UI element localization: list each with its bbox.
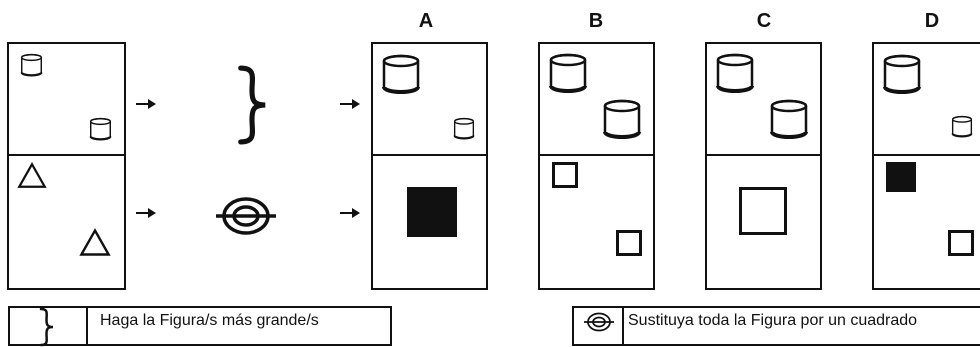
option-b-panel[interactable] — [538, 42, 655, 290]
cylinder-large-bottom-right — [769, 96, 809, 142]
legend-separator — [86, 308, 88, 344]
curly-bracket-icon — [236, 64, 270, 146]
option-b-divider — [540, 154, 653, 156]
small-outline-square-bottom-right — [616, 230, 642, 256]
cylinder-small — [951, 114, 973, 139]
cylinder-large — [882, 50, 922, 98]
arrow-right-icon — [136, 206, 156, 220]
cylinder-large-top-left — [548, 50, 588, 96]
legend-separator — [622, 308, 624, 344]
legend-bracket-text: Haga la Figura/s más grande/s — [100, 312, 319, 329]
curly-bracket-icon — [36, 307, 58, 347]
option-c-label: C — [756, 10, 772, 32]
triangle-top-left — [17, 162, 47, 189]
target-icon — [582, 312, 616, 332]
legend-bracket-rule: Haga la Figura/s más grande/s — [8, 306, 392, 346]
cylinder-large-top-left — [715, 50, 755, 96]
option-c-panel[interactable] — [705, 42, 822, 290]
option-b-label: B — [588, 10, 604, 32]
cylinder-large-bottom-right — [602, 96, 642, 142]
legend-target-text: Sustituya toda la Figura por un cuadrado — [628, 312, 918, 329]
option-a-divider — [373, 154, 486, 156]
option-d-panel[interactable] — [872, 42, 980, 290]
small-outline-square — [948, 230, 974, 256]
option-a-panel[interactable] — [371, 42, 488, 290]
outline-square-center — [739, 187, 787, 235]
cylinder-large — [381, 50, 421, 98]
legend-target-rule: Sustituya toda la Figura por un cuadrado — [572, 306, 980, 346]
cylinder-small-top-left — [20, 52, 43, 78]
question-divider — [9, 154, 124, 156]
option-a-label: A — [418, 10, 434, 32]
cylinder-small — [453, 116, 475, 141]
option-c-divider — [707, 154, 820, 156]
small-outline-square-top-left — [552, 162, 578, 188]
triangle-bottom-right — [79, 228, 111, 257]
question-panel — [7, 42, 126, 290]
option-d-divider — [874, 154, 980, 156]
target-icon — [215, 196, 277, 236]
arrow-right-icon — [340, 206, 360, 220]
small-black-square — [886, 162, 916, 192]
option-d-label: D — [924, 10, 940, 32]
black-square — [407, 187, 457, 237]
cylinder-small-bottom-right — [89, 116, 112, 142]
arrow-right-icon — [136, 97, 156, 111]
arrow-right-icon — [340, 97, 360, 111]
